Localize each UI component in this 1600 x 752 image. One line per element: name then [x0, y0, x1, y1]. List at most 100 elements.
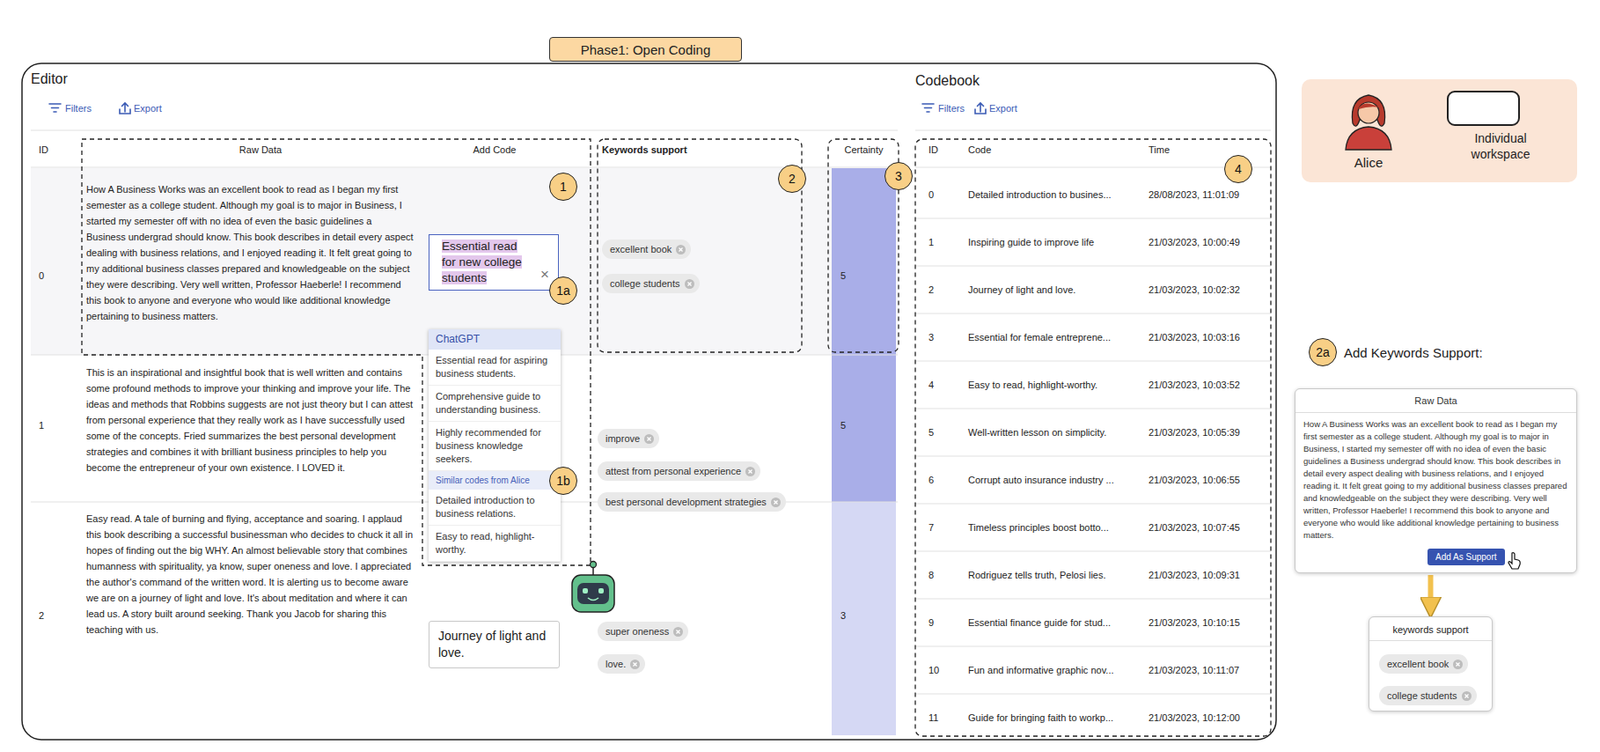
suggestion-dropdown-text: Detailed introduction to business relati…	[428, 489, 561, 526]
remove-icon	[633, 661, 638, 666]
robot-icon	[577, 582, 610, 604]
code-id: 10	[928, 663, 940, 676]
suggestion-dropdown-text: Essential read for aspiring business stu…	[428, 349, 561, 386]
keyword-chip-text: love.	[605, 657, 626, 670]
remove-icon	[1461, 690, 1472, 701]
table-rule	[915, 360, 1271, 362]
keyword-chip: improve	[597, 428, 660, 448]
code-time: 21/03/2023, 10:10:15	[1148, 616, 1241, 629]
code-text: Rodriguez tells truth, Pelosi lies.	[968, 568, 1107, 581]
code-time: 21/03/2023, 10:07:45	[1148, 521, 1241, 534]
code-text: Easy to read, highlight-worthy.	[968, 378, 1098, 391]
remove-icon	[675, 244, 686, 255]
code-id: 0	[928, 188, 934, 201]
callout-number-text: 1b	[556, 473, 571, 488]
support-button: Add As Support	[1427, 548, 1505, 566]
cursor-icon	[1507, 551, 1522, 570]
certainty-bar	[831, 501, 896, 735]
suggestion-dropdown-text: ChatGPT	[428, 329, 561, 350]
remove-icon	[684, 278, 695, 289]
suggestion-dropdown: ChatGPTEssential read for aspiring busin…	[428, 329, 561, 562]
table-rule	[915, 408, 1271, 410]
remove-icon	[630, 659, 640, 669]
callout-number-text: 1	[559, 179, 567, 194]
code-time: 21/03/2023, 10:05:39	[1148, 425, 1241, 439]
phase-banner-text: Phase1: Open Coding	[580, 42, 712, 58]
table-rule	[915, 313, 1271, 315]
keyword-chip-text: best personal development strategies	[605, 495, 767, 508]
table-rule	[30, 130, 898, 132]
column-header: Raw Data	[202, 143, 319, 156]
table-rule	[915, 645, 1271, 647]
table-rule	[915, 130, 1271, 132]
code-time: 21/03/2023, 10:03:52	[1148, 378, 1241, 391]
code-text: Well-written lesson on simplicity.	[968, 425, 1107, 439]
code-text: Fun and informative graphic nov...	[968, 663, 1115, 676]
keyword-chip-text: college students	[609, 277, 681, 290]
code-id: 9	[928, 616, 934, 629]
remove-icon	[684, 278, 695, 289]
flow-arrow	[1428, 574, 1434, 614]
keyword-chip: college students	[601, 273, 700, 294]
remove-icon	[1461, 690, 1472, 701]
keyword-chip: super oneness	[597, 621, 689, 641]
raw-text: Easy read. A tale of burning and flying,…	[86, 510, 414, 638]
code-text: Inspiring guide to improve life	[968, 235, 1094, 249]
workspace-card: AliceIndividual workspace	[1301, 79, 1578, 183]
remove-icon	[647, 436, 652, 441]
avatar-icon	[1447, 91, 1520, 125]
code-id: 4	[928, 378, 934, 391]
certainty-bar	[831, 168, 896, 355]
keywords-panel-text: keywords support	[1369, 616, 1492, 641]
remove-icon	[748, 469, 753, 473]
code-id: 8	[928, 568, 934, 581]
keyword-chip: love.	[597, 653, 646, 674]
suggestion-dropdown-text: Similar codes from Alice	[428, 470, 561, 490]
toolbar-icon	[119, 102, 131, 114]
code-text: Detailed introduction to busines...	[968, 188, 1112, 201]
code-id: 5	[928, 425, 934, 439]
toolbar-icon	[922, 102, 986, 114]
remove-icon	[770, 497, 781, 507]
robot-icon	[572, 561, 615, 613]
remove-icon	[679, 247, 683, 251]
toolbar-icon	[49, 102, 986, 114]
certainty-value: 5	[840, 269, 846, 282]
callout-number: 1b	[549, 466, 578, 495]
keyword-chip: excellent book	[601, 239, 691, 259]
phase-banner: Phase1: Open Coding	[549, 36, 742, 62]
remove-icon	[745, 466, 756, 477]
dashed-bracket	[915, 139, 1271, 736]
cursor-icon	[1508, 552, 1520, 569]
code-text: Journey of light and love.	[968, 283, 1076, 296]
callout-number: 4	[1224, 154, 1253, 184]
toolbar-button: Filters	[65, 102, 92, 115]
callout-number-text: 2	[788, 171, 796, 186]
code-input-text: Essential read for new college students	[441, 239, 522, 285]
robot-icon	[598, 587, 604, 594]
code-input: Journey of light and love.	[428, 620, 560, 668]
keyword-chip-text: excellent book	[609, 242, 672, 256]
toolbar-icon	[49, 103, 61, 112]
toolbar-button: Export	[133, 102, 162, 115]
robot-icon	[572, 574, 615, 612]
table-rule	[915, 218, 1271, 694]
code-id: 1	[928, 235, 934, 249]
suggestion-dropdown-text: Easy to read, highlight-worthy.	[428, 525, 561, 562]
raw-text: This is an inspirational and insightful …	[86, 364, 414, 476]
keywords-panel: keywords supportexcellent bookcollege st…	[1368, 616, 1493, 712]
code-input: Essential read for new college students×	[428, 234, 559, 291]
remove-icon	[644, 433, 654, 444]
robot-icon	[592, 566, 595, 575]
toolbar-icon	[49, 102, 131, 114]
remove-icon	[770, 497, 781, 507]
robot-icon	[587, 597, 599, 601]
code-id: 3	[928, 330, 934, 344]
certainty-bar	[831, 354, 896, 502]
table-rule	[915, 218, 1271, 220]
keyword-chip-text: excellent book	[1387, 657, 1449, 670]
robot-icon	[590, 561, 597, 568]
toolbar-icon	[975, 102, 986, 114]
code-time: 21/03/2023, 10:12:00	[1148, 711, 1241, 724]
row-id: 0	[38, 269, 45, 282]
